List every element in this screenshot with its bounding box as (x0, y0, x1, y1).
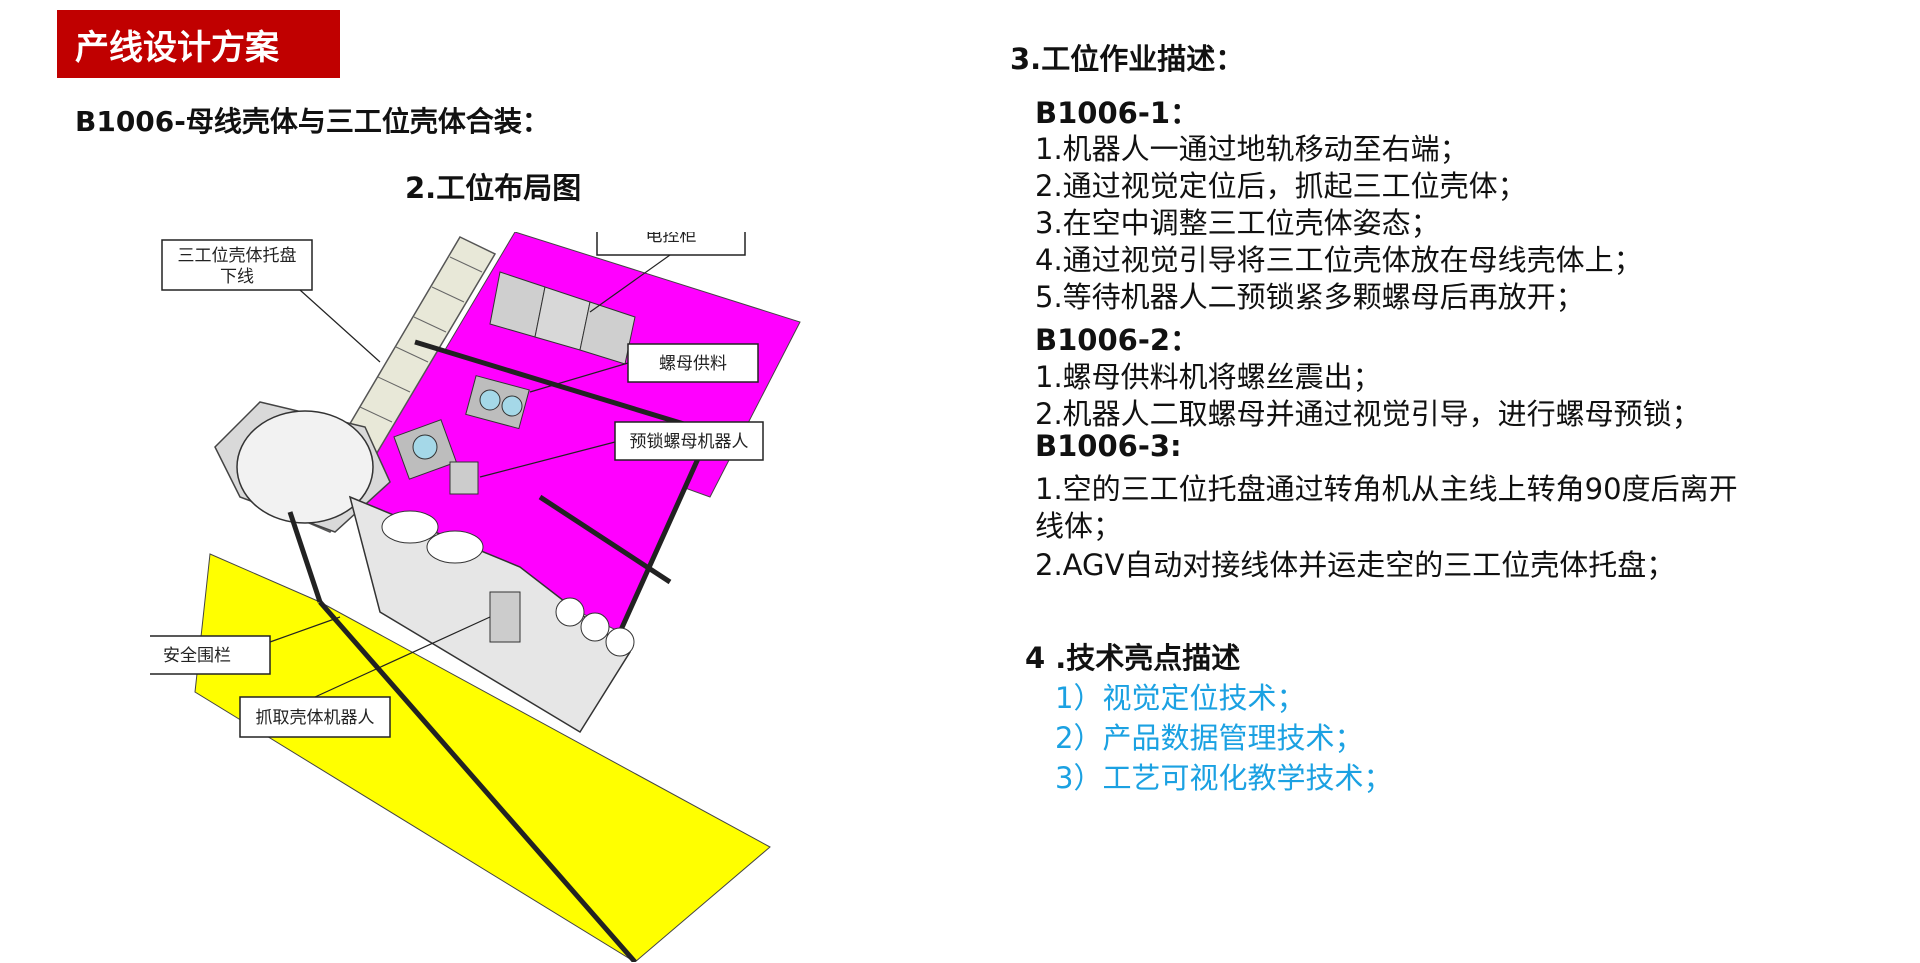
callout-safety-fence: 安全围栏 (150, 616, 341, 675)
layout-title: 2.工位布局图 (405, 171, 582, 205)
callout-grab-robot: 抓取壳体机器人 (239, 616, 491, 738)
workstation-layout-diagram: 三工位壳体托盘 下线 电控柜 螺母供料 预锁螺母机器人 安全围栏 抓取壳体机器人 (150, 232, 801, 962)
callout-pre-lock-robot: 预锁螺母机器人 (479, 421, 764, 478)
tech-item-2: 2）产品数据管理技术； (1055, 721, 1364, 755)
section-subtitle: B1006-母线壳体与三工位壳体合装： (75, 105, 550, 138)
tech-item-3: 3）工艺可视化教学技术； (1055, 761, 1393, 795)
svg-text:预锁螺母机器人: 预锁螺母机器人 (630, 432, 749, 452)
banner-text: 产线设计方案 (75, 27, 279, 68)
step1-line-5: 5.等待机器人二预锁紧多颗螺母后再放开； (1035, 280, 1585, 314)
step3-line-1: 1.空的三工位托盘通过转角机从主线上转角90度后离开 (1035, 472, 1738, 506)
step1-line-1: 1.机器人一通过地轨移动至右端； (1035, 132, 1469, 166)
step1-title: B1006-1： (1035, 96, 1200, 130)
step2-title: B1006-2： (1035, 323, 1200, 357)
step1-line-2: 2.通过视觉定位后，抓起三工位壳体； (1035, 169, 1527, 203)
step3-line-2: 线体； (1035, 509, 1123, 543)
tech-item-1: 1）视觉定位技术； (1055, 681, 1306, 715)
robot-arm (449, 461, 521, 643)
svg-text:安全围栏: 安全围栏 (163, 646, 231, 666)
title-banner: 产线设计方案 (57, 10, 340, 78)
step1-line-4: 4.通过视觉引导将三工位壳体放在母线壳体上； (1035, 243, 1643, 277)
svg-text:三工位壳体托盘: 三工位壳体托盘 (178, 246, 297, 266)
control-cabinets (489, 271, 636, 365)
svg-text:抓取壳体机器人: 抓取壳体机器人 (256, 708, 375, 728)
step3-title: B1006-3: (1035, 429, 1182, 463)
step2-line-1: 1.螺母供料机将螺丝震出； (1035, 360, 1382, 394)
svg-text:螺母供料: 螺母供料 (659, 354, 727, 374)
callout-tray-off-line: 三工位壳体托盘 下线 (161, 239, 381, 363)
step2-line-2: 2.机器人二取螺母并通过视觉引导，进行螺母预锁； (1035, 397, 1701, 431)
section-heading-description: 3.工位作业描述： (1010, 42, 1245, 76)
step1-line-3: 3.在空中调整三工位壳体姿态； (1035, 206, 1440, 240)
callout-nut-feed: 螺母供料 (529, 343, 759, 393)
callout-control-cabinet: 电控柜 (589, 232, 746, 313)
turntable-disc (236, 410, 374, 524)
line-fixtures (381, 510, 635, 657)
svg-text:电控柜: 电控柜 (646, 232, 697, 246)
section-heading-tech: 4 .技术亮点描述 (1025, 641, 1241, 675)
nut-feeders (393, 375, 530, 480)
svg-text:下线: 下线 (220, 267, 254, 287)
step3-line-3: 2.AGV自动对接线体并运走空的三工位壳体托盘； (1035, 548, 1676, 582)
